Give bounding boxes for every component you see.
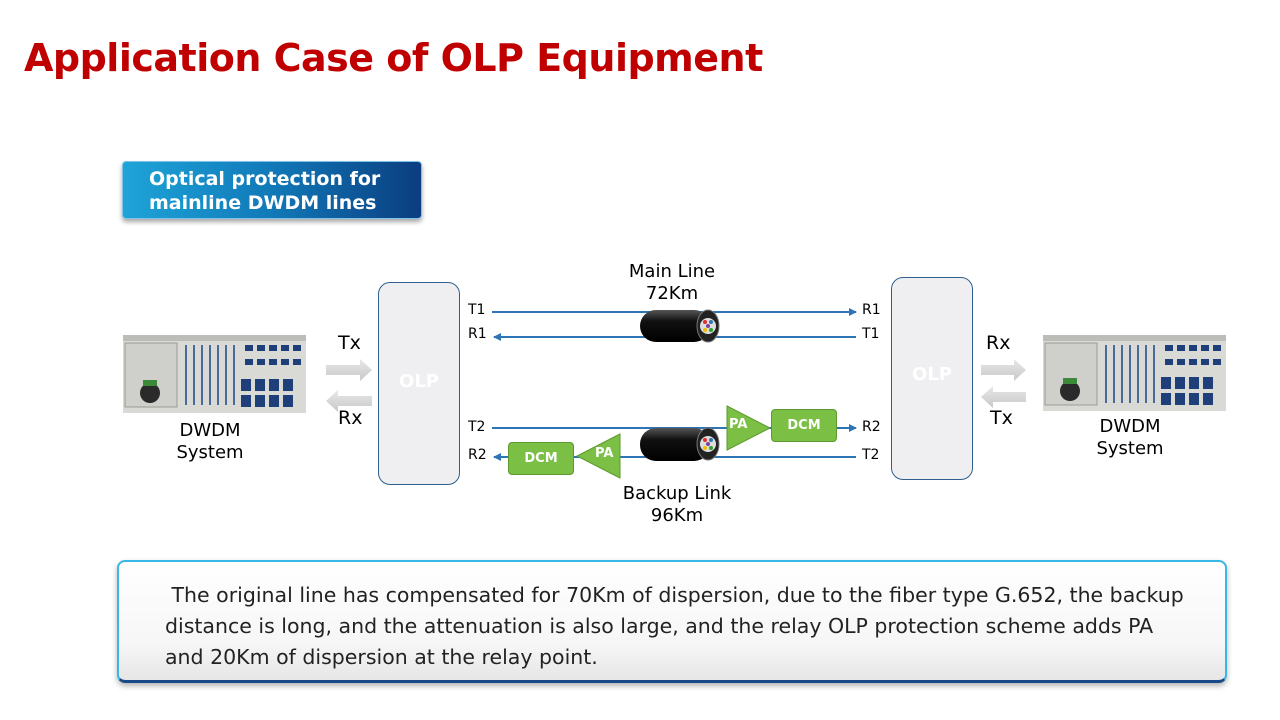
- pa-upper-label: PA: [729, 417, 748, 432]
- right-dwdm-caption: DWDM System: [1080, 416, 1180, 460]
- olp-right-label: OLP: [912, 364, 952, 385]
- right-dwdm-caption-line1: DWDM: [1099, 416, 1161, 437]
- left-dwdm-caption-line2: System: [176, 442, 244, 463]
- right-rx-label: Rx: [986, 332, 1011, 354]
- note-text: The original line has compensated for 70…: [165, 583, 1191, 669]
- right-rx-arrow-icon: [981, 359, 1026, 381]
- port-label-right-r1: R1: [862, 302, 881, 318]
- olp-right-box: OLP: [891, 277, 973, 480]
- left-tx-label: Tx: [338, 332, 361, 354]
- pa-lower-label: PA: [595, 446, 614, 461]
- left-dwdm-caption-line1: DWDM: [179, 420, 241, 441]
- dcm-lower-box: DCM: [508, 442, 574, 475]
- olp-left-label: OLP: [399, 371, 439, 392]
- port-label-right-t2: T2: [862, 447, 880, 463]
- pa-amplifier-upper-icon: [726, 405, 772, 451]
- main-line-distance: 72Km: [645, 283, 699, 304]
- left-dwdm-caption: DWDM System: [160, 420, 260, 464]
- right-dwdm-rack-icon: [1043, 335, 1226, 411]
- note-box: The original line has compensated for 70…: [117, 560, 1227, 683]
- main-line-caption: Main Line 72Km: [612, 261, 732, 305]
- right-tx-label: Tx: [990, 407, 1013, 429]
- dcm-upper-box: DCM: [771, 409, 837, 442]
- section-label-line1: Optical protection for: [149, 168, 381, 190]
- main-cable-icon: [640, 309, 720, 343]
- backup-cable-icon: [640, 427, 720, 461]
- section-label: Optical protection for mainline DWDM lin…: [122, 161, 422, 219]
- left-tx-arrow-icon: [326, 359, 372, 381]
- backup-link-distance: 96Km: [650, 505, 704, 526]
- port-label-right-t1: T1: [862, 326, 880, 342]
- backup-link-name: Backup Link: [622, 483, 732, 504]
- port-label-left-t1: T1: [468, 302, 486, 318]
- port-label-right-r2: R2: [862, 419, 881, 435]
- port-label-left-t2: T2: [468, 419, 486, 435]
- backup-link-caption: Backup Link 96Km: [612, 483, 742, 527]
- right-tx-arrow-icon: [981, 386, 1026, 408]
- port-label-left-r2: R2: [468, 447, 487, 463]
- left-rx-label: Rx: [338, 407, 363, 429]
- right-dwdm-caption-line2: System: [1096, 438, 1164, 459]
- left-rx-arrow-icon: [326, 390, 372, 412]
- left-dwdm-rack-icon: [123, 335, 306, 413]
- page-title: Application Case of OLP Equipment: [24, 36, 763, 80]
- port-label-left-r1: R1: [468, 326, 487, 342]
- main-line-name: Main Line: [628, 261, 716, 282]
- olp-left-box: OLP: [378, 282, 460, 485]
- section-label-line2: mainline DWDM lines: [149, 192, 377, 214]
- pa-amplifier-lower-icon: [575, 433, 621, 479]
